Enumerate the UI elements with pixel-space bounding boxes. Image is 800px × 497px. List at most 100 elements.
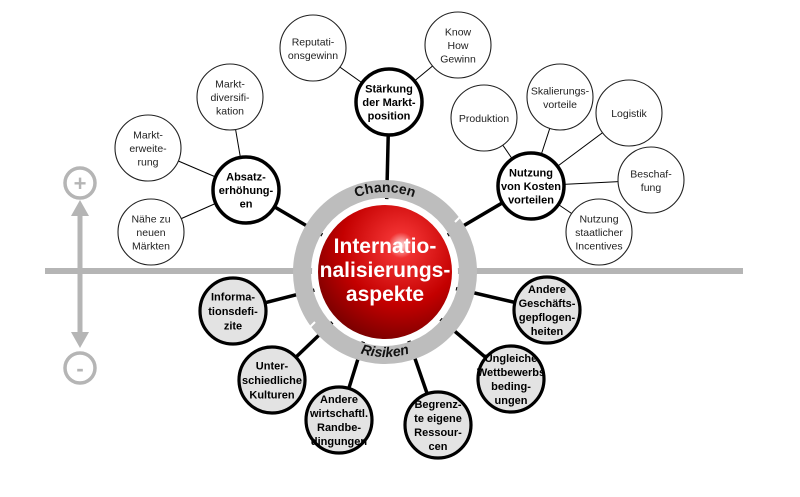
label-line: rung [137, 157, 158, 169]
label-line: vorteile [543, 99, 577, 111]
leaf-node-circle [450, 84, 518, 152]
hub-node-label: Absatz-erhöhung-en [219, 172, 274, 211]
label-line: Märkten [132, 241, 170, 253]
leaf-node-circle [595, 79, 663, 147]
label-line: dingungen [311, 436, 367, 448]
label-line: erweite- [129, 143, 167, 155]
label-line: Stärkung [365, 84, 413, 96]
leaf-node-circle [526, 63, 594, 131]
label-line: diversifi- [210, 92, 250, 104]
label-line: Nutzung [509, 168, 553, 180]
label-line: cen [429, 441, 448, 453]
leaf-node-circle [279, 14, 347, 82]
hub-node-circle [354, 67, 424, 137]
label-line: en [240, 199, 253, 211]
label-line: tionsdefi- [208, 306, 258, 318]
label-line: Informa- [211, 292, 255, 304]
label-line: Produktion [459, 113, 509, 125]
leaf-node-label: Markt-erweite-rung [129, 130, 167, 169]
label-line: Randbe- [317, 422, 361, 434]
minus-icon: - [63, 351, 97, 385]
label-line: von Kosten [501, 181, 561, 193]
label-line: Know [445, 27, 472, 39]
label-line: wirtschaftl. [309, 408, 368, 420]
leaf-node-label: Produktion [459, 113, 509, 125]
label-line: kation [216, 106, 244, 118]
ring-label-risiken: Risiken [360, 341, 411, 360]
label-line: staatlicher [575, 227, 623, 239]
label-line: te eigene [414, 413, 462, 425]
label-line: Incentives [575, 241, 622, 253]
label-line: gepflogen- [519, 312, 576, 324]
risk-node-circle [403, 390, 473, 460]
risk-node-label: Informa-tionsdefi-zite [208, 292, 258, 333]
leaf-node: Reputati-onsgewinn [279, 14, 347, 82]
leaf-node-label: Logistik [611, 108, 647, 120]
label-line: Reputati- [292, 36, 335, 48]
label-line: Ungleiche [485, 353, 538, 365]
center-title-line: nalisierungs- [320, 259, 451, 282]
label-line: Geschäfts- [519, 298, 576, 310]
leaf-node: Logistik [595, 79, 663, 147]
leaf-node-label: Markt-diversifi-kation [210, 79, 250, 118]
label-line: der Markt- [362, 97, 416, 109]
label-line: position [368, 111, 411, 123]
label-line: How [447, 40, 468, 52]
label-line: Unter- [256, 361, 289, 373]
label-line: Wettbewerbs [477, 367, 545, 379]
label-line: Andere [320, 394, 358, 406]
label-line: Nähe zu [131, 214, 170, 226]
hub-node: Absatz-erhöhung-en [211, 155, 281, 225]
label-line: heiten [531, 326, 564, 338]
label-line: Absatz- [226, 172, 266, 184]
svg-text:+: + [74, 171, 87, 196]
leaf-node-label: Beschaf-fung [630, 168, 672, 194]
label-line: zite [224, 321, 242, 333]
label-line: Kulturen [249, 390, 295, 402]
risk-node-circle [304, 385, 374, 455]
center-node: Chancen Risiken Internatio-nalisierungs-… [293, 179, 477, 364]
label-line: Logistik [611, 108, 647, 120]
label-line: Andere [528, 284, 566, 296]
leaf-node-circle [114, 114, 182, 182]
label-line: Markt- [215, 79, 245, 91]
hub-node-circle [496, 151, 566, 221]
leaf-node: Markt-erweite-rung [114, 114, 182, 182]
plus-icon: + [63, 166, 97, 200]
label-line: Gewinn [440, 54, 476, 66]
leaf-node: Skalierungs-vorteile [526, 63, 594, 131]
leaf-node-circle [424, 11, 492, 79]
risk-node-circle [476, 344, 546, 414]
outer-ring [293, 180, 477, 364]
risk-node: Informa-tionsdefi-zite [198, 276, 268, 346]
svg-text:-: - [76, 356, 83, 381]
leaf-node-circle [196, 63, 264, 131]
leaf-node-label: Skalierungs-vorteile [531, 85, 590, 111]
risk-node-label: Andere wirtschaftl. Randbe-dingungen [309, 394, 368, 448]
label-line: Nutzung [579, 214, 618, 226]
center-title-line: aspekte [346, 283, 424, 306]
label-line: erhöhung- [219, 185, 274, 197]
label-line: Skalierungs- [531, 85, 590, 97]
label-line: Markt- [133, 130, 163, 142]
label-line: onsgewinn [288, 50, 338, 62]
leaf-node-circle [117, 198, 185, 266]
leaf-node: Beschaf-fung [617, 146, 685, 214]
center-sphere [318, 205, 452, 339]
vertical-axis-arrow [71, 200, 89, 348]
